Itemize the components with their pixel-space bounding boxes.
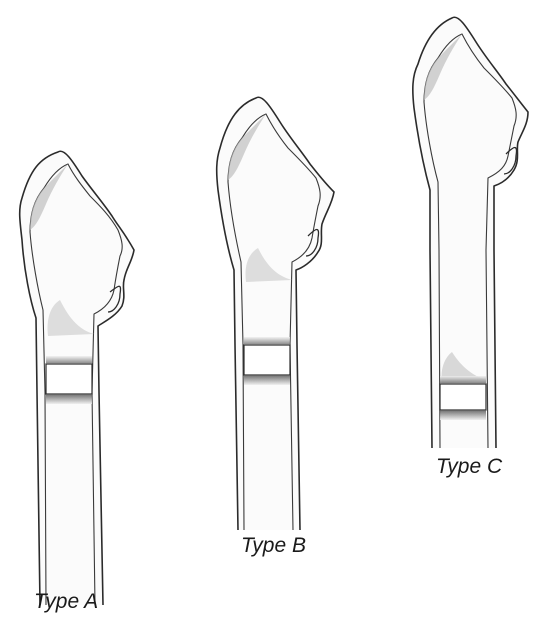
bone-b-cut-gap	[244, 345, 290, 375]
bone-a-cut-gap	[46, 364, 92, 394]
bone-type-c	[413, 17, 528, 448]
bone-b-cut-bottom-shade	[244, 375, 290, 385]
bone-c-cut-top-shade	[440, 376, 486, 384]
type-a-label: Type A	[34, 591, 98, 612]
bone-type-b	[217, 97, 334, 530]
bone-a-cut-bottom-shade	[46, 394, 92, 404]
bone-c-cut-bottom-shade	[440, 410, 486, 420]
bone-type-a	[20, 151, 134, 605]
bone-b-cut-top-shade	[244, 337, 290, 345]
type-b-label: Type B	[241, 535, 306, 556]
type-c-label: Type C	[436, 456, 502, 477]
bone-c-cut-gap	[440, 384, 486, 410]
bone-a-cut-top-shade	[46, 356, 92, 364]
